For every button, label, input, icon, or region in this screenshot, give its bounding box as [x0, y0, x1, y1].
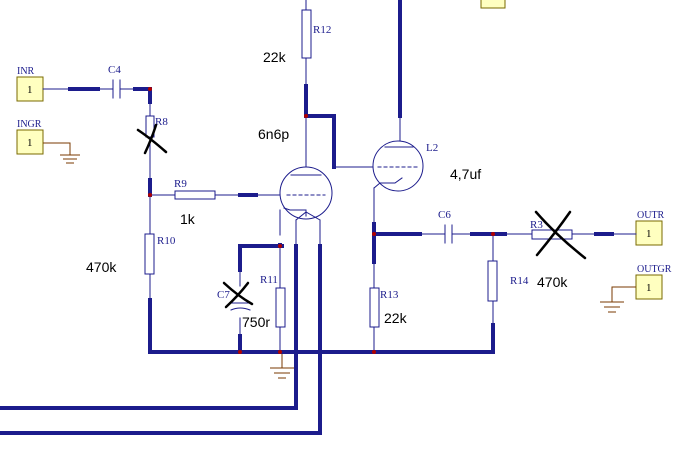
capacitor-c6: C6 4,7uf [438, 166, 481, 244]
port-outr-pin: 1 [646, 228, 652, 240]
output-resistor-ref: R3 [530, 219, 543, 231]
tube-v1-type: 6n6p [258, 126, 289, 142]
port-ingr-pin: 1 [27, 137, 33, 149]
resistor-r11: R11 750r [242, 274, 286, 330]
r10-ref: R10 [157, 235, 176, 247]
c4-ref: C4 [108, 64, 121, 76]
r12-ref: R12 [313, 24, 331, 36]
port-outr-label: OUTR [637, 210, 665, 221]
r12-value: 22k [263, 49, 287, 65]
port-inr-pin: 1 [27, 84, 33, 96]
vacuum-tube-l2: L2 [372, 140, 438, 192]
r13-ref: R13 [380, 289, 399, 301]
r10-value: 470k [86, 259, 117, 275]
r9-value: 1k [180, 211, 196, 227]
r8-ref: R8 [155, 116, 168, 128]
r14-ref: R14 [510, 275, 529, 287]
r9-ref: R9 [174, 178, 187, 190]
wires [0, 0, 637, 435]
junction-dot [148, 87, 152, 91]
port-cropped-top [480, 0, 506, 9]
junction-dot [238, 350, 242, 354]
port-outgr-pin: 1 [646, 282, 652, 294]
cathode-cap-ref: C7 [217, 289, 230, 301]
junction-dot [304, 114, 308, 118]
junction-dots [148, 87, 495, 354]
resistor-r8: R8 [136, 115, 168, 155]
capacitor-c4: C4 [108, 64, 121, 99]
junction-dot [148, 193, 152, 197]
ground-symbol-outgr [600, 286, 636, 313]
r11-ref: R11 [260, 274, 278, 286]
junction-dot [491, 232, 495, 236]
junction-dot [372, 232, 376, 236]
r8-crossout-mark [136, 123, 168, 155]
port-outr-box [635, 220, 663, 246]
resistor-r12: R12 22k [263, 9, 331, 65]
resistor-r14: R14 470k [487, 260, 568, 302]
port-outgr-box [635, 274, 663, 300]
ground-symbol-ingr [43, 142, 80, 164]
port-inr-box [16, 76, 44, 102]
resistor-r13: R13 22k [369, 287, 408, 328]
port-inr-label: INR [17, 66, 35, 77]
r14-value: 470k [537, 274, 568, 290]
ground-symbol-main [270, 352, 294, 379]
resistor-r9: R9 1k [174, 178, 216, 227]
c6-ref: C6 [438, 209, 451, 221]
port-ingr: INGR 1 [16, 119, 44, 155]
port-inr: INR 1 [16, 66, 44, 102]
junction-dot [372, 350, 376, 354]
r11-value: 750r [242, 314, 270, 330]
resistor-r10: R10 470k [86, 233, 176, 275]
port-outgr-label: OUTGR [637, 264, 672, 275]
capacitor-cathode-bypass: C7 [217, 281, 254, 311]
junction-dot [278, 244, 282, 248]
port-ingr-label: INGR [17, 119, 42, 130]
vacuum-tube-v1: 6n6p [258, 126, 333, 221]
port-outr: OUTR 1 [635, 210, 665, 246]
port-outgr: OUTGR 1 [635, 264, 672, 300]
port-ingr-box [16, 129, 44, 155]
resistor-output: R3 [530, 210, 587, 260]
output-resistor-crossout-mark [534, 210, 587, 260]
r13-value: 22k [384, 310, 408, 326]
tube-l2-ref: L2 [426, 142, 438, 154]
junction-dot [278, 350, 282, 354]
cathode-cap-crossout-mark [222, 281, 254, 309]
c6-value: 4,7uf [450, 166, 481, 182]
